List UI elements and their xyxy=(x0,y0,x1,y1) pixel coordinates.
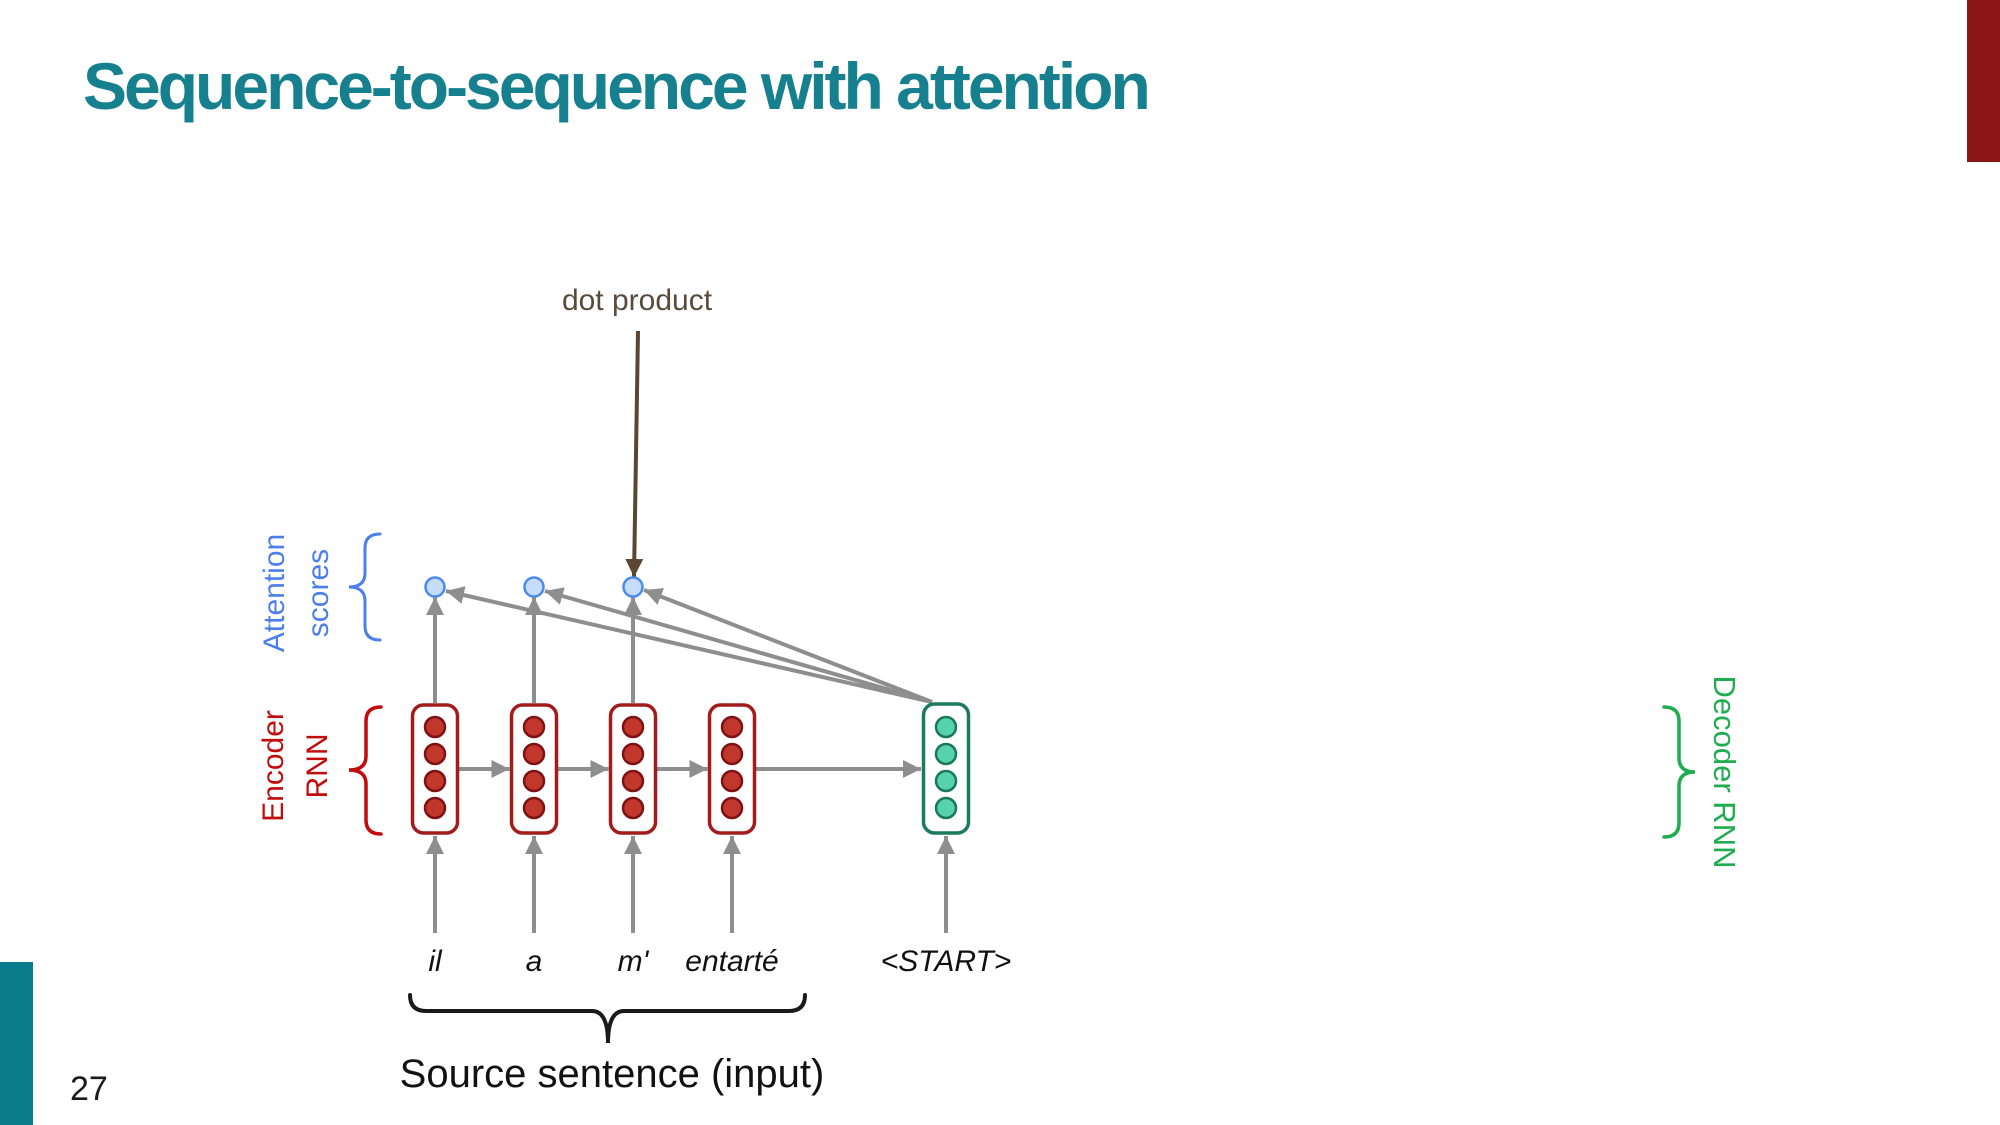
encoder-cell xyxy=(720,742,744,766)
source-sentence-label: Source sentence (input) xyxy=(399,1052,825,1096)
encoder-box-3 xyxy=(608,703,658,835)
encoder-box-2 xyxy=(509,703,559,835)
decoder-cell xyxy=(934,715,958,739)
decoder-score-arrow-1 xyxy=(445,586,933,704)
decoder-score-arrow-3 xyxy=(643,588,933,704)
decoder-box xyxy=(921,702,971,835)
top-right-accent-bar xyxy=(1967,0,2000,162)
source-word-a: a xyxy=(525,945,543,978)
encoder-cell xyxy=(522,769,546,793)
attention-score-dots xyxy=(424,576,644,598)
encoder-cell xyxy=(423,769,447,793)
encoder-box-1 xyxy=(410,703,460,835)
encoder-cells xyxy=(423,715,744,820)
start-token-label: <START> xyxy=(880,945,1012,978)
source-word-entarte: entarté xyxy=(685,945,779,978)
encoder-cell xyxy=(423,715,447,739)
encoder-cell xyxy=(423,742,447,766)
decoder-cell xyxy=(934,769,958,793)
encoder-cell xyxy=(621,769,645,793)
dot-product-arrow xyxy=(625,330,644,578)
attention-score-dot-1 xyxy=(424,576,446,598)
encoder-cell xyxy=(720,715,744,739)
decoder-rnn-brace xyxy=(1662,705,1696,839)
encoder-cell xyxy=(720,769,744,793)
word-input-arrows xyxy=(426,836,955,933)
encoder-box-4 xyxy=(707,703,757,835)
attention-score-dot-3 xyxy=(622,576,644,598)
encoder-cell xyxy=(522,742,546,766)
attention-scores-brace xyxy=(348,532,382,642)
slide-title: Sequence-to-sequence with attention xyxy=(83,49,1151,123)
bottom-left-accent-bar xyxy=(0,962,33,1125)
attention-score-dot-2 xyxy=(523,576,545,598)
encoder-cell xyxy=(621,715,645,739)
encoder-cell xyxy=(621,796,645,820)
encoder-boxes xyxy=(410,703,757,835)
encoder-rnn-brace xyxy=(348,705,383,836)
decoder-cell xyxy=(934,796,958,820)
decoder-cells xyxy=(934,715,958,820)
source-word-il: il xyxy=(428,945,442,978)
encoder-cell xyxy=(720,796,744,820)
decoder-to-score-arrows xyxy=(445,586,933,704)
dot-product-label: dot product xyxy=(561,284,713,317)
page-number: 27 xyxy=(70,1070,108,1108)
encoder-cell xyxy=(522,796,546,820)
decoder-score-arrow-2 xyxy=(544,587,933,704)
encoder-cell xyxy=(621,742,645,766)
decoder-cell xyxy=(934,742,958,766)
encoder-cell xyxy=(423,796,447,820)
encoder-cell xyxy=(522,715,546,739)
source-word-m: m' xyxy=(617,945,649,978)
source-sentence-brace xyxy=(408,993,807,1044)
